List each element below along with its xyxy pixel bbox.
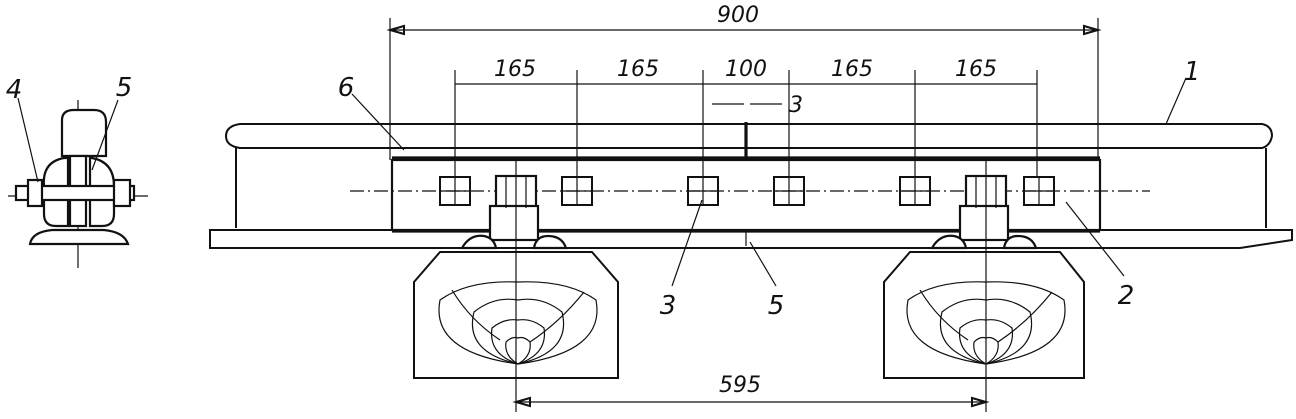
rail-side-view bbox=[209, 122, 1293, 412]
dimension-lines: 900 165 165 100 165 165 3 595 bbox=[386, 3, 1102, 408]
label-bolt-hole: 3 bbox=[660, 291, 677, 321]
label-rail: 1 bbox=[1184, 57, 1201, 87]
section-label-pad: 5 bbox=[116, 73, 133, 103]
label-pad: 5 bbox=[768, 291, 785, 321]
dim-spacing-2: 165 bbox=[617, 57, 659, 82]
sleeper-left bbox=[413, 251, 619, 379]
section-label-bolt: 4 bbox=[6, 75, 23, 105]
label-insulation: 6 bbox=[338, 73, 355, 103]
sleeper-right bbox=[883, 251, 1085, 379]
dim-gap: 3 bbox=[789, 93, 803, 118]
dim-spacing-1: 165 bbox=[494, 57, 536, 82]
dim-sleeper-spacing: 595 bbox=[719, 373, 761, 398]
rail-cross-section: 4 5 bbox=[6, 73, 148, 268]
label-joint-bar: 2 bbox=[1118, 281, 1135, 311]
dim-spacing-4: 165 bbox=[955, 57, 997, 82]
dim-spacing-3: 165 bbox=[831, 57, 873, 82]
dim-middle: 100 bbox=[725, 57, 767, 82]
callouts: 1 2 3 5 6 bbox=[338, 57, 1201, 321]
dim-overall: 900 bbox=[717, 3, 759, 28]
